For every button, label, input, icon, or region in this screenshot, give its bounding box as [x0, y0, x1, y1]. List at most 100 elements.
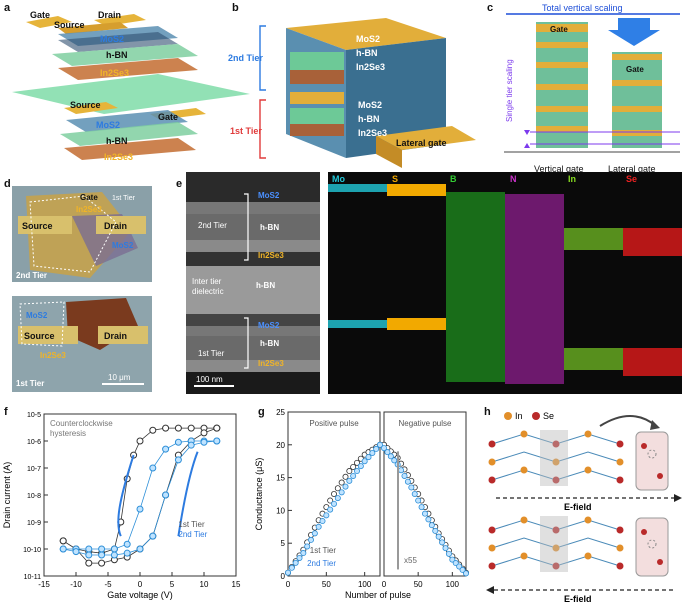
f-ytick-label: 10-5 [27, 412, 41, 419]
g-data-point [449, 556, 456, 563]
f-data-point [98, 559, 106, 567]
a-hbn-text: h-BN [106, 50, 128, 60]
f-legend-2: 2nd Tier [178, 530, 207, 539]
f-xtick-label: 10 [200, 580, 209, 589]
g-xlabel: Number of pulse [345, 590, 411, 600]
f-ytick-label: 10-7 [27, 466, 41, 473]
d-tier1-text: 1st Tier [16, 379, 44, 388]
g-data-point [346, 477, 353, 484]
g-data-point [288, 564, 295, 571]
f-data-point [136, 505, 144, 513]
f-data-point [149, 532, 157, 540]
g-data-point [350, 472, 357, 479]
g-data-point [373, 445, 380, 452]
g-data-point [421, 510, 428, 517]
g-xtick-label: 0 [286, 580, 291, 589]
g-data-point [377, 441, 384, 448]
panel-g-label: g [258, 406, 265, 418]
f-ytick-label: 10-11 [24, 574, 41, 581]
f-data-point [174, 424, 182, 432]
f-xtick-label: -15 [38, 580, 50, 589]
panel-b-3d-device: 2nd Tier 1st Tier MoS2 h-BN In2Se3 MoS2 … [228, 18, 476, 168]
g-data-point [365, 454, 372, 461]
f-data-point [162, 445, 170, 453]
f-data-point [136, 545, 144, 553]
g-data-point [323, 512, 330, 519]
panel-h-label: h [484, 406, 491, 418]
f-data-point [162, 491, 170, 499]
f-ytick-label: 10-6 [27, 439, 41, 446]
f-data-point [149, 464, 157, 472]
g-data-point [327, 506, 334, 513]
g-data-point [350, 463, 357, 470]
g-data-point [459, 566, 466, 573]
g-legend-1: 1st Tier [310, 546, 337, 555]
f-data-point [98, 545, 106, 553]
g-xtick-label: 100 [358, 580, 372, 589]
b-tier2-text: 2nd Tier [228, 53, 263, 63]
f-data-point [149, 426, 157, 434]
c-lateral-text: Lateral gate [608, 164, 656, 174]
g-data-point [311, 530, 318, 537]
f-data-point [136, 437, 144, 445]
e-tier1-text: 1st Tier [198, 349, 225, 358]
g-ytick-label: 20 [276, 441, 285, 450]
f-data-point [174, 456, 182, 464]
panel-a-label: a [4, 2, 11, 14]
a-mos2-2-text: MoS2 [96, 120, 120, 130]
e-mos2-text: MoS2 [258, 191, 280, 200]
e-mos2-b-text: MoS2 [258, 321, 280, 330]
panel-a-stack-illustration: Gate Source Drain MoS2 h-BN In2Se3 Sourc… [12, 10, 250, 162]
d-source-b-text: Source [24, 331, 55, 341]
g-data-point [300, 550, 307, 557]
a-hbn2-text: h-BN [106, 136, 128, 146]
g-data-point [387, 453, 394, 460]
panel-h-lattice: In Se E-field E-field [486, 411, 682, 604]
d-drain-text: Drain [104, 221, 127, 231]
f-annotation-1: Counterclockwise [50, 419, 113, 428]
d-source-text: Source [22, 221, 53, 231]
b-mos2-b-text: MoS2 [358, 100, 382, 110]
e-scale-text: 100 nm [196, 375, 223, 384]
h-in-legend-icon [504, 412, 512, 420]
g-data-point [439, 539, 446, 546]
f-data-point [110, 545, 118, 553]
d-gate-text: Gate [80, 193, 98, 202]
panel-d-label: d [4, 178, 11, 190]
a-source-text: Source [54, 20, 85, 30]
g-data-point [304, 543, 311, 550]
h-efield1-text: E-field [564, 502, 592, 512]
g-data-point [391, 457, 398, 464]
f-ytick-label: 10-10 [23, 547, 41, 554]
eds-mo-text: Mo [332, 174, 345, 184]
g-data-point [308, 536, 315, 543]
c-single-text: Single tier scaling [505, 59, 514, 122]
panel-e-label: e [176, 178, 183, 190]
panel-b-label: b [232, 2, 239, 14]
f-data-point [59, 545, 67, 553]
b-tier1-text: 1st Tier [230, 126, 262, 136]
d-tier2-text: 2nd Tier [16, 271, 47, 280]
g-ytick-label: 0 [281, 572, 286, 581]
g-xtick-label: 0 [382, 580, 387, 589]
b-in2se3-text: In2Se3 [356, 62, 385, 72]
g-data-point [452, 560, 459, 567]
g-data-point [432, 527, 439, 534]
b-in2se3-b-text: In2Se3 [358, 128, 387, 138]
g-data-point [354, 459, 361, 466]
g-ytick-label: 25 [276, 408, 285, 417]
g-data-point [346, 468, 353, 475]
panel-e-tem-image: MoS2 2nd Tier h-BN In2Se3 Inter tier die… [186, 172, 320, 394]
g-x55-label: x55 [404, 556, 417, 565]
g-data-point [338, 489, 345, 496]
f-xtick-label: 15 [232, 580, 241, 589]
f-data-point [162, 424, 170, 432]
g-plot-frame [287, 411, 381, 577]
eds-n-text: N [510, 174, 517, 184]
f-annotation-2: hysteresis [50, 429, 86, 438]
f-xtick-label: 5 [170, 580, 175, 589]
d-in2se3-b-text: In2Se3 [40, 351, 66, 360]
g-data-point [462, 570, 469, 577]
